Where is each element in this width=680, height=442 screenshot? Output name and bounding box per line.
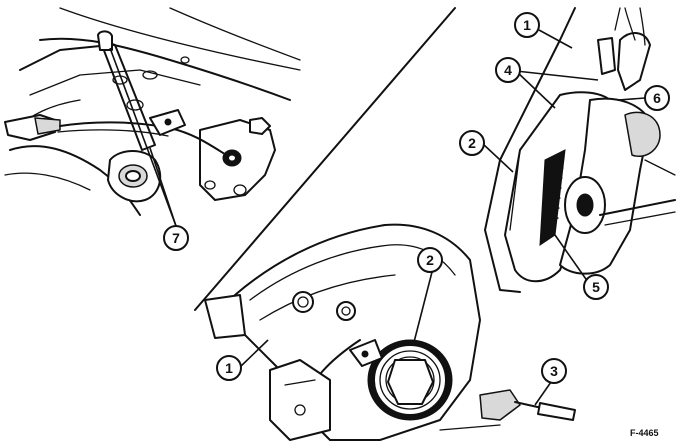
callout-2-bottom: 2 xyxy=(417,247,443,273)
figure-id: F-4465 xyxy=(630,428,659,438)
view-bottom xyxy=(204,223,576,441)
callout-1-bottom-label: 1 xyxy=(225,360,233,376)
callout-3-label: 3 xyxy=(550,363,558,379)
callout-1-top: 1 xyxy=(514,12,540,38)
callout-5: 5 xyxy=(583,274,609,300)
callout-7: 7 xyxy=(163,225,189,251)
callout-1-bottom: 1 xyxy=(216,355,242,381)
spring-coils xyxy=(542,157,565,226)
callout-1-top-label: 1 xyxy=(523,17,531,33)
view-divider xyxy=(194,7,456,311)
callout-6-label: 6 xyxy=(653,90,661,106)
callout-5-label: 5 xyxy=(592,279,600,295)
callout-6: 6 xyxy=(644,85,670,111)
callout-7-label: 7 xyxy=(172,230,180,246)
callout-2-right-label: 2 xyxy=(468,135,476,151)
callout-4: 4 xyxy=(495,57,521,83)
view-top-left xyxy=(4,7,301,227)
callout-2-right: 2 xyxy=(459,130,485,156)
callout-4-label: 4 xyxy=(504,62,512,78)
callout-2-bottom-label: 2 xyxy=(426,252,434,268)
view-top-right xyxy=(482,7,676,293)
callout-3: 3 xyxy=(541,358,567,384)
